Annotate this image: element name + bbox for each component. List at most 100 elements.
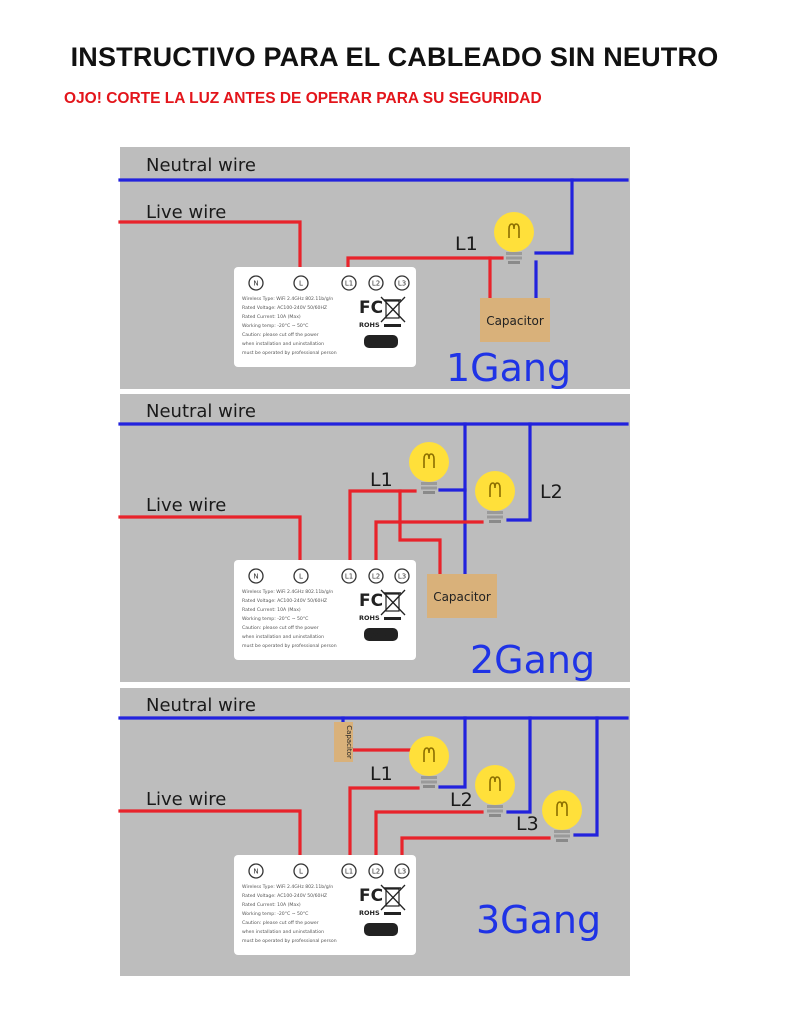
spec-line: Caution: please cut off the power: [242, 332, 319, 338]
wifi-badge-icon: WiFi: [364, 628, 398, 641]
wifi-mark: WiFi: [370, 926, 392, 936]
line-label-l1: L1: [370, 763, 393, 785]
gang-label: 3Gang: [476, 898, 601, 942]
terminal-label: L1: [345, 573, 353, 581]
capacitor-label: Capacitor: [345, 725, 353, 759]
terminal-label: L: [299, 280, 303, 288]
terminal-label: L1: [345, 868, 353, 876]
capacitor: [427, 574, 497, 618]
live-wire: [118, 809, 302, 866]
weee-bin-icon: [380, 296, 406, 327]
terminal-label: L3: [398, 868, 406, 876]
l1-wire: [348, 786, 420, 866]
panel-3gang: Neutral wire Live wire Capacitor L1 L2 L…: [118, 688, 630, 976]
neutral-to-bulb-2: [506, 422, 532, 522]
spec-line: must be operated by professional person: [242, 350, 337, 356]
terminal-l2: L2: [368, 863, 384, 879]
rohs-mark: ROHS: [359, 321, 380, 329]
spec-line: Wireless Type: WiFi 2.4GHz 802.11b/g/n: [242, 589, 333, 595]
spec-line: Rated Voltage: AC100-240V 50/60HZ: [242, 893, 327, 899]
neutral-to-bulb: [534, 178, 574, 255]
terminal-label: N: [253, 280, 258, 288]
line-label-l1: L1: [370, 469, 393, 491]
capacitor: [334, 722, 353, 762]
safety-warning: OJO! CORTE LA LUZ ANTES DE OPERAR PARA S…: [64, 90, 542, 107]
terminal-l: L: [293, 568, 309, 584]
terminal-n: N: [248, 568, 264, 584]
terminal-l3: L3: [394, 863, 410, 879]
spec-line: Caution: please cut off the power: [242, 625, 319, 631]
page-title: INSTRUCTIVO PARA EL CABLEADO SIN NEUTRO: [70, 42, 719, 72]
live-wire-label: Live wire: [146, 495, 226, 516]
rohs-mark: ROHS: [359, 909, 380, 917]
terminal-l1: L1: [341, 863, 357, 879]
terminal-label: L2: [372, 868, 380, 876]
capacitor: [480, 298, 550, 342]
wifi-mark: WiFi: [370, 631, 392, 641]
terminal-n: N: [248, 275, 264, 291]
spec-line: Rated Voltage: AC100-240V 50/60HZ: [242, 598, 327, 604]
spec-line: Wireless Type: WiFi 2.4GHz 802.11b/g/n: [242, 884, 333, 890]
spec-line: Rated Current: 10A (Max): [242, 902, 301, 908]
terminal-n: N: [248, 863, 264, 879]
line-label-l2: L2: [450, 789, 473, 811]
fc-mark: FC: [359, 591, 383, 611]
terminal-l3: L3: [394, 568, 410, 584]
gang-label: 1Gang: [446, 346, 571, 390]
terminal-l2: L2: [368, 568, 384, 584]
spec-line: Working temp: -20°C ~ 50°C: [242, 323, 308, 329]
rohs-mark: ROHS: [359, 614, 380, 622]
weee-bin-icon: [380, 884, 406, 915]
l2-wire: [374, 810, 484, 866]
spec-line: Caution: please cut off the power: [242, 920, 319, 926]
wifi-badge-icon: WiFi: [364, 923, 398, 936]
spec-line: when installation and uninstallation: [242, 634, 324, 640]
terminal-label: L1: [345, 280, 353, 288]
spec-line: Rated Current: 10A (Max): [242, 314, 301, 320]
spec-line: Wireless Type: WiFi 2.4GHz 802.11b/g/n: [242, 296, 333, 302]
l2-wire: [374, 520, 484, 572]
spec-line: Rated Voltage: AC100-240V 50/60HZ: [242, 305, 327, 311]
live-wire: [118, 515, 302, 572]
neutral-to-bulb-2: [506, 716, 532, 814]
terminal-label: L3: [398, 280, 406, 288]
weee-bin-icon: [380, 589, 406, 620]
line-label-l1: L1: [455, 233, 478, 255]
terminal-l: L: [293, 863, 309, 879]
l1-to-capacitor: [398, 489, 442, 580]
panel-1gang: Neutral wire Live wire Capacitor L1 1Gan…: [118, 147, 630, 390]
spec-line: must be operated by professional person: [242, 643, 337, 649]
gang-label: 2Gang: [470, 638, 595, 682]
neutral-wire-label: Neutral wire: [146, 155, 256, 176]
spec-line: Rated Current: 10A (Max): [242, 607, 301, 613]
wifi-badge-icon: WiFi: [364, 335, 398, 348]
capacitor-label: Capacitor: [486, 314, 544, 328]
spec-line: must be operated by professional person: [242, 938, 337, 944]
terminal-label: L3: [398, 573, 406, 581]
spec-line: Working temp: -20°C ~ 50°C: [242, 616, 308, 622]
line-label-l3: L3: [516, 813, 539, 835]
neutral-to-bulb-1: [438, 716, 467, 789]
spec-line: Working temp: -20°C ~ 50°C: [242, 911, 308, 917]
wifi-mark: WiFi: [370, 338, 392, 348]
terminal-l1: L1: [341, 275, 357, 291]
terminal-label: L: [299, 573, 303, 581]
l1-wire: [348, 489, 417, 572]
terminal-l: L: [293, 275, 309, 291]
live-wire: [118, 220, 302, 279]
terminal-label: L2: [372, 280, 380, 288]
fc-mark: FC: [359, 886, 383, 906]
panel-2gang: Neutral wire Live wire Capacitor L1 L2 2…: [118, 394, 630, 682]
live-wire-label: Live wire: [146, 202, 226, 223]
live-wire-label: Live wire: [146, 789, 226, 810]
spec-line: when installation and uninstallation: [242, 929, 324, 935]
line-label-l2: L2: [540, 481, 563, 503]
capacitor-label: Capacitor: [433, 590, 491, 604]
neutral-wire-label: Neutral wire: [146, 695, 256, 716]
terminal-l3: L3: [394, 275, 410, 291]
terminal-label: N: [253, 868, 258, 876]
